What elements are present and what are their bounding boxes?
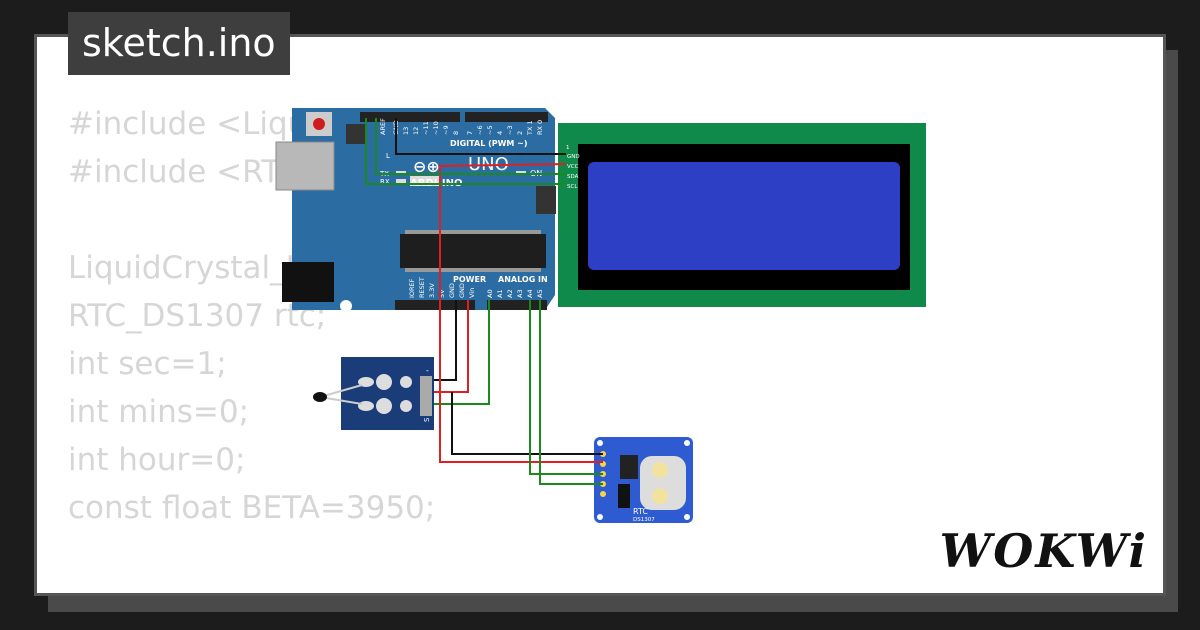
ntc-temperature-sensor[interactable]: - S [313, 357, 434, 430]
lcd-pin-label: SCL [567, 184, 578, 190]
pin-label: IOREF [408, 278, 416, 298]
lcd-pin-label: VCC [567, 164, 579, 170]
pin-label: 7 [466, 131, 474, 135]
lcd-pin-label: GND [567, 154, 580, 160]
pin-label: RESET [418, 277, 426, 298]
pin-label-aref: AREF [379, 118, 387, 135]
lcd-screen [588, 162, 900, 270]
pin-label: A4 [526, 289, 534, 298]
pin-label: A2 [506, 289, 514, 298]
code-editor: #include <Liqu #include <RTC LiquidCryst… [68, 100, 435, 532]
code-line: #include <Liqu [68, 106, 308, 142]
ntc-minus-label: - [426, 366, 429, 375]
pin-label: A3 [516, 289, 524, 298]
pin-label: ~5 [486, 125, 494, 135]
power-label: POWER [453, 275, 486, 284]
pin-label: 5V [438, 289, 446, 298]
thermistor-bead [313, 392, 327, 402]
pin-label: ~3 [506, 125, 514, 135]
pin-label: 13 [402, 127, 410, 135]
atmega-chip [400, 234, 546, 268]
pin-label: A0 [486, 289, 494, 298]
pin-label: 2 [516, 131, 524, 135]
pin-label: ~9 [442, 125, 450, 135]
pin-label: 12 [412, 127, 420, 135]
pin-label: GND [458, 283, 466, 298]
pin-label: RX 0 [536, 120, 544, 135]
rtc-ds1307[interactable]: RTC DS1307 [594, 437, 693, 523]
wires [365, 118, 603, 485]
pin-label: A5 [536, 289, 544, 298]
pin-label: Vin [468, 288, 476, 298]
rtc-chip-label: DS1307 [633, 517, 655, 523]
pin-label: A1 [496, 289, 504, 298]
pin-label: 8 [452, 131, 460, 135]
l-label: L [386, 152, 390, 160]
file-tab[interactable]: sketch.ino [68, 12, 290, 75]
wokwi-logo: WOKWi [939, 524, 1148, 578]
digital-label: DIGITAL (PWM ~) [450, 139, 528, 148]
pin-label: ~11 [422, 121, 430, 135]
pin-label: ~10 [432, 121, 440, 135]
pin-label: 4 [496, 131, 504, 135]
analog-label: ANALOG IN [498, 275, 548, 284]
lcd-pin1-label: 1 [566, 145, 570, 151]
lcd-display[interactable]: 1 GND VCC SDA SCL [558, 123, 926, 307]
pin-label: ~6 [476, 125, 484, 135]
code-line: LiquidCrystal_I [68, 250, 295, 286]
lcd-pin-label: SDA [567, 174, 579, 180]
ntc-pin-label: S [423, 417, 431, 422]
usb-port [275, 141, 335, 191]
rx-label: RX [380, 178, 390, 186]
pin-label: GND [448, 283, 456, 298]
code-line: int mins=0; [68, 394, 250, 430]
pin-label: 3.3V [428, 283, 436, 298]
arduino-logo-infinity: ⊖⊕ [413, 157, 440, 176]
rtc-label: RTC [633, 507, 648, 516]
code-line: int hour=0; [68, 442, 246, 478]
code-line: int sec=1; [68, 346, 227, 382]
pin-label: TX 1 [526, 120, 534, 136]
arduino-uno[interactable]: ⊖⊕ UNO ARDUINO DIGITAL (PWM ~) ANALOG IN… [275, 108, 556, 312]
rtc-chip [620, 455, 638, 479]
coin-cell [640, 456, 686, 510]
code-line: const float BETA=3950; [68, 490, 436, 526]
power-jack [282, 262, 334, 302]
